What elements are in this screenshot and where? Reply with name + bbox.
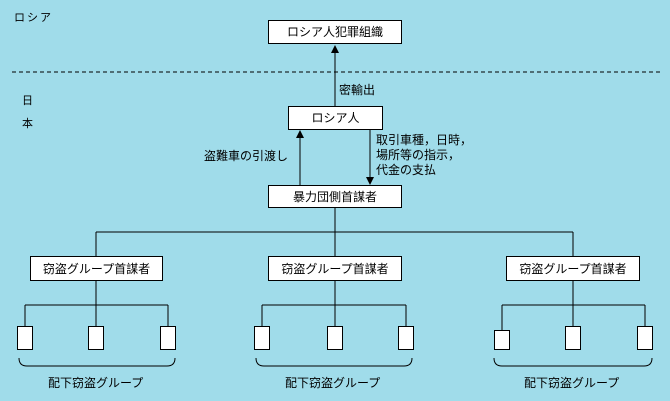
subordinate-label-left: 配下窃盗グループ bbox=[48, 376, 144, 390]
subordinate-box bbox=[637, 326, 653, 350]
edge-label-instructions-3: 代金の支払 bbox=[376, 163, 437, 177]
edge-label-handover: 盗難車の引渡し bbox=[204, 149, 289, 163]
node-group-leader-right: 窃盗グループ首謀者 bbox=[506, 256, 640, 281]
subordinate-label-middle: 配下窃盗グループ bbox=[285, 376, 381, 390]
edge-label-smuggling: 密輸出 bbox=[339, 83, 376, 97]
subordinate-box bbox=[160, 326, 176, 350]
bracket-right bbox=[493, 357, 653, 367]
edge-label-instructions-1: 取引車種，日時， bbox=[376, 133, 473, 147]
subordinate-box bbox=[565, 326, 581, 350]
subordinate-box bbox=[327, 326, 343, 350]
node-group-leader-middle: 窃盗グループ首謀者 bbox=[268, 256, 402, 281]
node-russian-crime-org: ロシア人犯罪組織 bbox=[268, 20, 402, 44]
region-japan-label-1: 日 bbox=[22, 94, 33, 107]
subordinate-box bbox=[398, 326, 414, 350]
bracket-middle bbox=[255, 357, 413, 367]
region-russia-label: ロシア bbox=[14, 11, 53, 24]
bracket-left bbox=[18, 357, 176, 367]
node-russian: ロシア人 bbox=[288, 106, 383, 130]
node-group-leader-left: 窃盗グループ首謀者 bbox=[30, 256, 163, 281]
subordinate-box bbox=[254, 326, 270, 350]
node-boss: 暴力団側首謀者 bbox=[268, 185, 402, 208]
subordinate-box bbox=[17, 326, 33, 350]
edge-label-instructions-2: 場所等の指示， bbox=[376, 148, 461, 162]
region-japan-label-2: 本 bbox=[22, 117, 33, 130]
subordinate-box bbox=[88, 326, 104, 350]
subordinate-box bbox=[494, 330, 510, 350]
subordinate-label-right: 配下窃盗グループ bbox=[524, 376, 620, 390]
